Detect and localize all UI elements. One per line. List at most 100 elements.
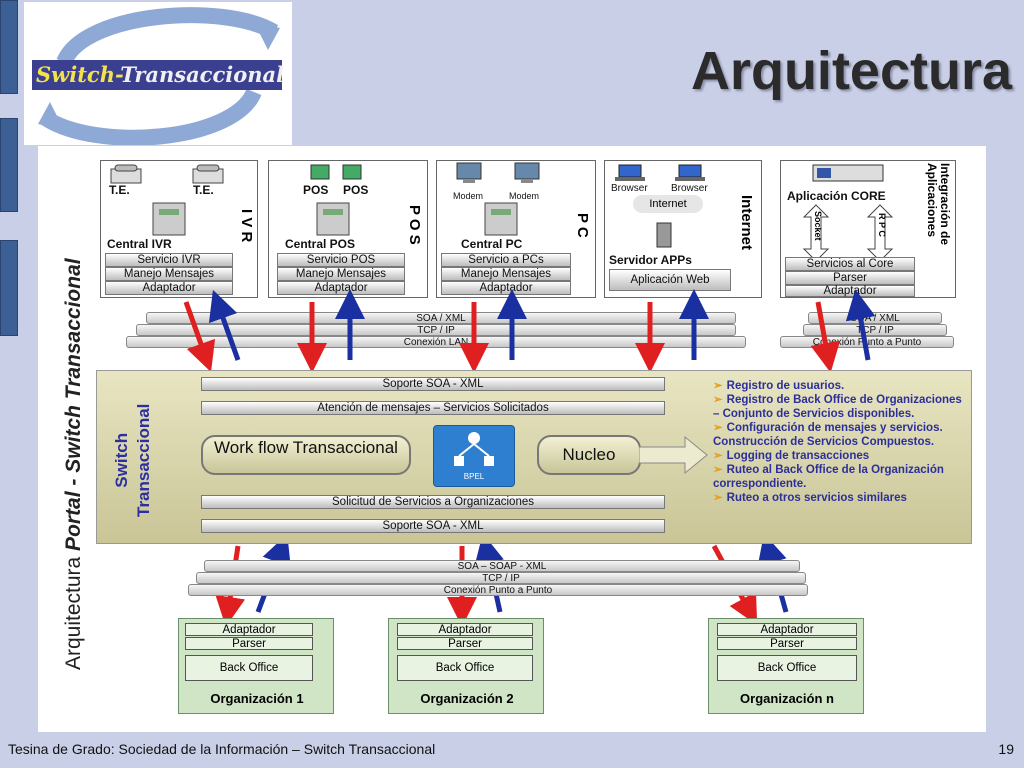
bottom-protocol-2: TCP / IP bbox=[196, 572, 806, 584]
top-protocol-right-2: TCP / IP bbox=[803, 324, 947, 336]
phone-icon bbox=[192, 164, 224, 184]
features-list: Registro de usuarios. Registro de Back O… bbox=[713, 379, 965, 505]
top-protocol-1: SOA / XML bbox=[146, 312, 736, 324]
integration-central: Aplicación CORE bbox=[787, 189, 886, 203]
pos-layer-1: Servicio POS bbox=[277, 253, 405, 267]
bottom-protocol-3: Conexión Punto a Punto bbox=[188, 584, 808, 596]
ivr-layer-1: Servicio IVR bbox=[105, 253, 233, 267]
org1-name: Organización 1 bbox=[210, 691, 304, 706]
bpel-icon bbox=[454, 432, 494, 466]
organization-n: Adaptador Parser Back Office Organizació… bbox=[708, 618, 864, 714]
workflow-box: Work flow Transaccional bbox=[201, 435, 411, 475]
logo-arrows-icon bbox=[38, 7, 280, 145]
pc-vlabel: P C bbox=[574, 213, 591, 238]
org2-layer-1: Adaptador bbox=[397, 623, 533, 636]
core-server-icon bbox=[812, 164, 884, 182]
internet-box: Browser Browser Internet Servidor APPs A… bbox=[604, 160, 762, 298]
slide-title: Arquitectura bbox=[690, 41, 1012, 101]
logo: Switch-Transaccional bbox=[24, 2, 292, 145]
left-bar-1 bbox=[0, 0, 18, 94]
switch-layer-2: Atención de mensajes – Servicios Solicit… bbox=[201, 401, 665, 415]
pos-vlabel: P O S bbox=[406, 205, 423, 245]
top-protocol-right-3: Conexión Punto a Punto bbox=[780, 336, 954, 348]
pos-terminal-icon bbox=[310, 164, 330, 180]
architecture-diagram: Arquitectura Portal - Switch Transaccion… bbox=[38, 146, 986, 732]
diagram-side-title: Arquitectura Portal - Switch Transaccion… bbox=[62, 258, 85, 670]
pos-item-1: POS bbox=[303, 183, 329, 197]
feature-item: Configuración de mensajes y servicios. C… bbox=[713, 421, 965, 449]
org2-layer-3: Back Office bbox=[397, 655, 533, 681]
internet-item-2: Browser bbox=[671, 183, 708, 194]
logo-band: Switch-Transaccional bbox=[32, 60, 284, 90]
pos-box: POS POS Central POS Servicio POS Manejo … bbox=[268, 160, 428, 298]
switch-layer-4: Soporte SOA - XML bbox=[201, 519, 665, 533]
switch-layer-1: Soporte SOA - XML bbox=[201, 377, 665, 391]
pc-layer-1: Servicio a PCs bbox=[441, 253, 571, 267]
laptop-icon bbox=[615, 164, 645, 181]
pos-terminal-icon bbox=[342, 164, 362, 180]
organization-2: Adaptador Parser Back Office Organizació… bbox=[388, 618, 544, 714]
orgn-name: Organización n bbox=[740, 691, 834, 706]
org2-name: Organización 2 bbox=[420, 691, 514, 706]
internet-item-1: Browser bbox=[611, 183, 648, 194]
laptop-icon bbox=[675, 164, 705, 181]
feature-item: Registro de usuarios. bbox=[713, 379, 965, 393]
server-icon bbox=[152, 202, 186, 236]
internet-layer-1: Aplicación Web bbox=[609, 269, 731, 291]
pc-layer-2: Manejo Mensajes bbox=[441, 267, 571, 281]
pos-layer-2: Manejo Mensajes bbox=[277, 267, 405, 281]
top-protocol-3: Conexión LAN bbox=[126, 336, 746, 348]
organization-1: Adaptador Parser Back Office Organizació… bbox=[178, 618, 334, 714]
server-icon bbox=[484, 202, 518, 236]
pos-item-2: POS bbox=[343, 183, 369, 197]
phone-icon bbox=[110, 164, 142, 184]
feature-item: Ruteo al Back Office de la Organización … bbox=[713, 463, 965, 491]
bpel-box: BPEL bbox=[433, 425, 515, 487]
pc-layer-3: Adaptador bbox=[441, 281, 571, 295]
slide-footer: Tesina de Grado: Sociedad de la Informac… bbox=[8, 741, 436, 757]
pc-item-2: Modem bbox=[509, 191, 540, 201]
orgn-layer-2: Parser bbox=[717, 637, 857, 650]
ivr-vlabel: I V R bbox=[238, 209, 255, 243]
integration-layer-2: Parser bbox=[785, 271, 915, 285]
server-icon bbox=[656, 222, 672, 248]
bpel-label: BPEL bbox=[463, 472, 485, 481]
output-arrow-icon bbox=[639, 435, 708, 475]
bottom-protocol-1: SOA – SOAP - XML bbox=[204, 560, 800, 572]
socket-label: Socket bbox=[813, 211, 823, 241]
ivr-item-2: T.E. bbox=[193, 183, 214, 197]
internet-vlabel: Internet bbox=[738, 195, 755, 251]
computer-icon bbox=[514, 162, 540, 183]
ivr-item-1: T.E. bbox=[109, 183, 130, 197]
server-icon bbox=[316, 202, 350, 236]
computer-icon bbox=[456, 162, 482, 183]
pc-box: Modem Modem Central PC Servicio a PCs Ma… bbox=[436, 160, 596, 298]
pc-item-1: Modem bbox=[453, 191, 484, 201]
pos-central: Central POS bbox=[285, 237, 356, 251]
rpc-label: R P C bbox=[877, 213, 887, 237]
pc-central: Central PC bbox=[461, 237, 523, 251]
integration-layer-3: Adaptador bbox=[785, 285, 915, 297]
pos-layer-3: Adaptador bbox=[277, 281, 405, 295]
orgn-layer-3: Back Office bbox=[717, 655, 857, 681]
org1-layer-1: Adaptador bbox=[185, 623, 313, 636]
top-protocol-right-1: SOA / XML bbox=[808, 312, 942, 324]
integration-vlabel: Integración de Aplicaciones bbox=[925, 163, 952, 246]
integration-box: Aplicación CORE Socket R P C Servicios a… bbox=[780, 160, 956, 298]
switch-layer-3: Solicitud de Servicios a Organizaciones bbox=[201, 495, 665, 509]
internet-central: Servidor APPs bbox=[609, 253, 692, 267]
feature-item: Registro de Back Office de Organizacione… bbox=[713, 393, 965, 421]
ivr-box: T.E. T.E. Central IVR Servicio IVR Manej… bbox=[100, 160, 258, 298]
orgn-layer-1: Adaptador bbox=[717, 623, 857, 636]
integration-layer-1: Servicios al Core bbox=[785, 257, 915, 271]
feature-item: Logging de transacciones bbox=[713, 449, 965, 463]
nucleo-box: Nucleo bbox=[537, 435, 641, 475]
org1-layer-2: Parser bbox=[185, 637, 313, 650]
page-number: 19 bbox=[998, 741, 1014, 757]
left-bar-3 bbox=[0, 240, 18, 336]
internet-cloud: Internet bbox=[633, 195, 703, 213]
top-protocol-2: TCP / IP bbox=[136, 324, 736, 336]
ivr-layer-3: Adaptador bbox=[105, 281, 233, 295]
